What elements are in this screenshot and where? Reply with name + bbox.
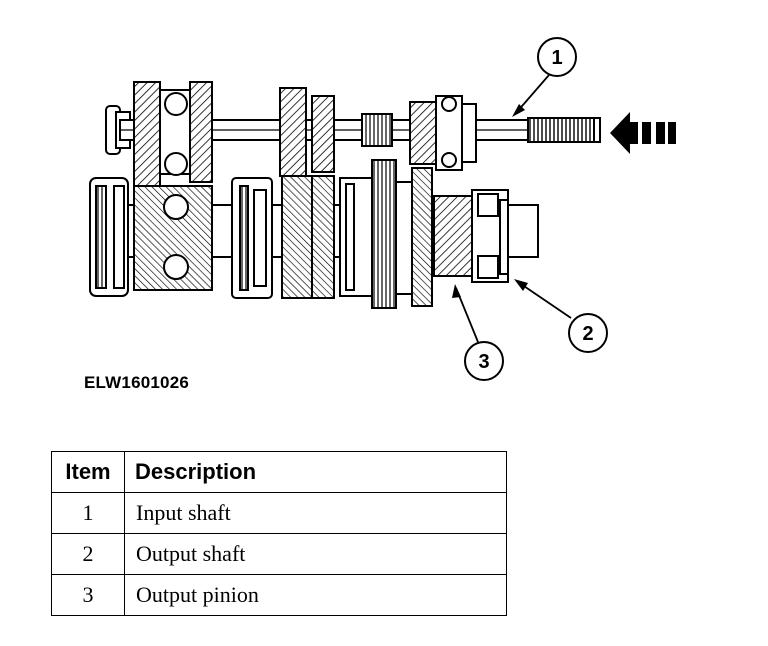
callout-2: 2 xyxy=(514,279,608,353)
output-shaft-assembly xyxy=(89,159,539,309)
legend-item-description: Input shaft xyxy=(124,492,507,534)
legend-item-description: Output pinion xyxy=(124,574,507,616)
legend-item-number: 3 xyxy=(51,574,125,616)
legend-item-number: 1 xyxy=(51,492,125,534)
callout-3-number: 3 xyxy=(478,351,489,373)
input-shaft-assembly xyxy=(105,81,601,187)
table-row: 2 Output shaft xyxy=(51,533,507,575)
table-row: 1 Input shaft xyxy=(51,492,507,534)
direction-arrow xyxy=(610,112,676,154)
callout-1-circle xyxy=(537,37,577,77)
table-row: 3 Output pinion xyxy=(51,574,507,616)
callout-2-number: 2 xyxy=(582,323,593,345)
callout-1: 1 xyxy=(512,37,577,117)
legend-table: Item Description 1 Input shaft 2 Output … xyxy=(51,451,507,616)
legend-header-item: Item xyxy=(51,451,125,493)
legend-header-description: Description xyxy=(124,451,507,493)
callout-2-circle xyxy=(568,313,608,353)
callout-3-circle xyxy=(464,341,504,381)
legend-item-description: Output shaft xyxy=(124,533,507,575)
figure-code: ELW1601026 xyxy=(84,373,190,392)
legend-header-row: Item Description xyxy=(51,451,507,493)
legend-item-number: 2 xyxy=(51,533,125,575)
transmission-shaft-diagram: 1 2 3 xyxy=(89,37,676,381)
callout-1-number: 1 xyxy=(551,47,562,69)
callout-3: 3 xyxy=(452,284,504,381)
